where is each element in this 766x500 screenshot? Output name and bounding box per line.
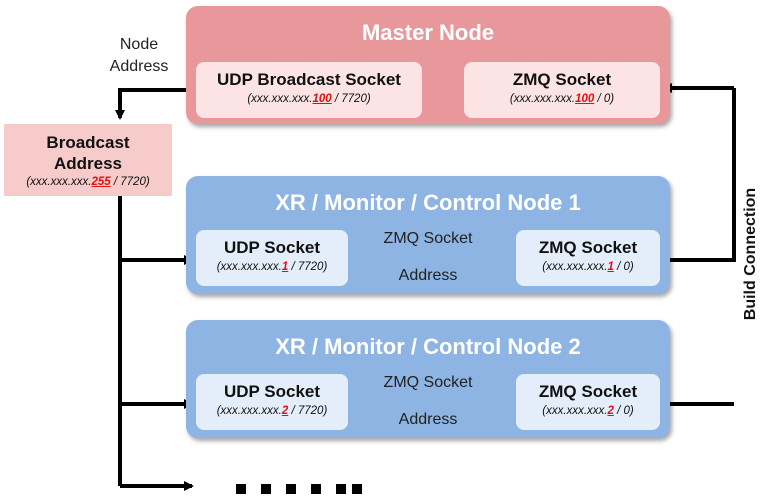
- node2-zmq-socket: ZMQ Socket (xxx.xxx.xxx.2 / 0): [516, 374, 660, 430]
- master-node-title: Master Node: [361, 20, 495, 45]
- continuation-dots: [236, 484, 362, 494]
- node1-udp-socket: UDP Socket (xxx.xxx.xxx.1 / 7720): [196, 230, 348, 286]
- node2-zmq-socket-address: (xxx.xxx.xxx.2 / 0): [542, 405, 634, 417]
- node1-arrow-bottom-label: Address: [398, 267, 458, 284]
- node2-udp-socket-label: UDP Socket: [223, 382, 321, 401]
- master-udp-broadcast-socket: UDP Broadcast Socket (xxx.xxx.xxx.100 / …: [196, 62, 422, 118]
- broadcast-address-title: Broadcast Address: [46, 133, 130, 173]
- node1-zmq-socket: ZMQ Socket (xxx.xxx.xxx.1 / 0): [516, 230, 660, 286]
- node2-udp-socket: UDP Socket (xxx.xxx.xxx.2 / 7720): [196, 374, 348, 430]
- node2-arrow-top-label: ZMQ Socket: [383, 374, 473, 391]
- master-zmq-socket-label: ZMQ Socket: [512, 70, 612, 89]
- node-address-arrow: [115, 88, 186, 120]
- node1-arrow-top-label: ZMQ Socket: [383, 230, 473, 247]
- build-connection-line: [660, 88, 736, 262]
- node1-zmq-socket-label: ZMQ Socket: [538, 238, 638, 257]
- build-connection-label: Build Connection: [742, 187, 759, 321]
- master-udp-socket-label: UDP Broadcast Socket: [217, 70, 401, 89]
- node2-udp-socket-address: (xxx.xxx.xxx.2 / 7720): [216, 405, 328, 417]
- client-node-1: XR / Monitor / Control Node 1 UDP Socket…: [186, 176, 670, 294]
- broadcast-address-value: (xxx.xxx.xxx.255 / 7720): [26, 176, 150, 188]
- node1-udp-socket-address: (xxx.xxx.xxx.1 / 7720): [216, 261, 328, 273]
- client-node-2: XR / Monitor / Control Node 2 UDP Socket…: [186, 320, 670, 438]
- client-node-1-title: XR / Monitor / Control Node 1: [275, 190, 581, 215]
- node2-zmq-socket-label: ZMQ Socket: [538, 382, 638, 401]
- node-address-label: Node Address: [109, 36, 169, 75]
- master-udp-socket-address: (xxx.xxx.xxx.100 / 7720): [247, 93, 371, 105]
- node2-arrow-bottom-label: Address: [398, 411, 458, 428]
- node1-udp-socket-label: UDP Socket: [223, 238, 321, 257]
- node1-zmq-socket-address: (xxx.xxx.xxx.1 / 0): [542, 261, 634, 273]
- master-zmq-socket-address: (xxx.xxx.xxx.100 / 0): [509, 93, 615, 105]
- client-node-2-title: XR / Monitor / Control Node 2: [275, 334, 581, 359]
- master-node: Master Node UDP Broadcast Socket (xxx.xx…: [186, 6, 670, 124]
- broadcast-address-box: Broadcast Address (xxx.xxx.xxx.255 / 772…: [4, 124, 172, 196]
- master-zmq-socket: ZMQ Socket (xxx.xxx.xxx.100 / 0): [464, 62, 660, 118]
